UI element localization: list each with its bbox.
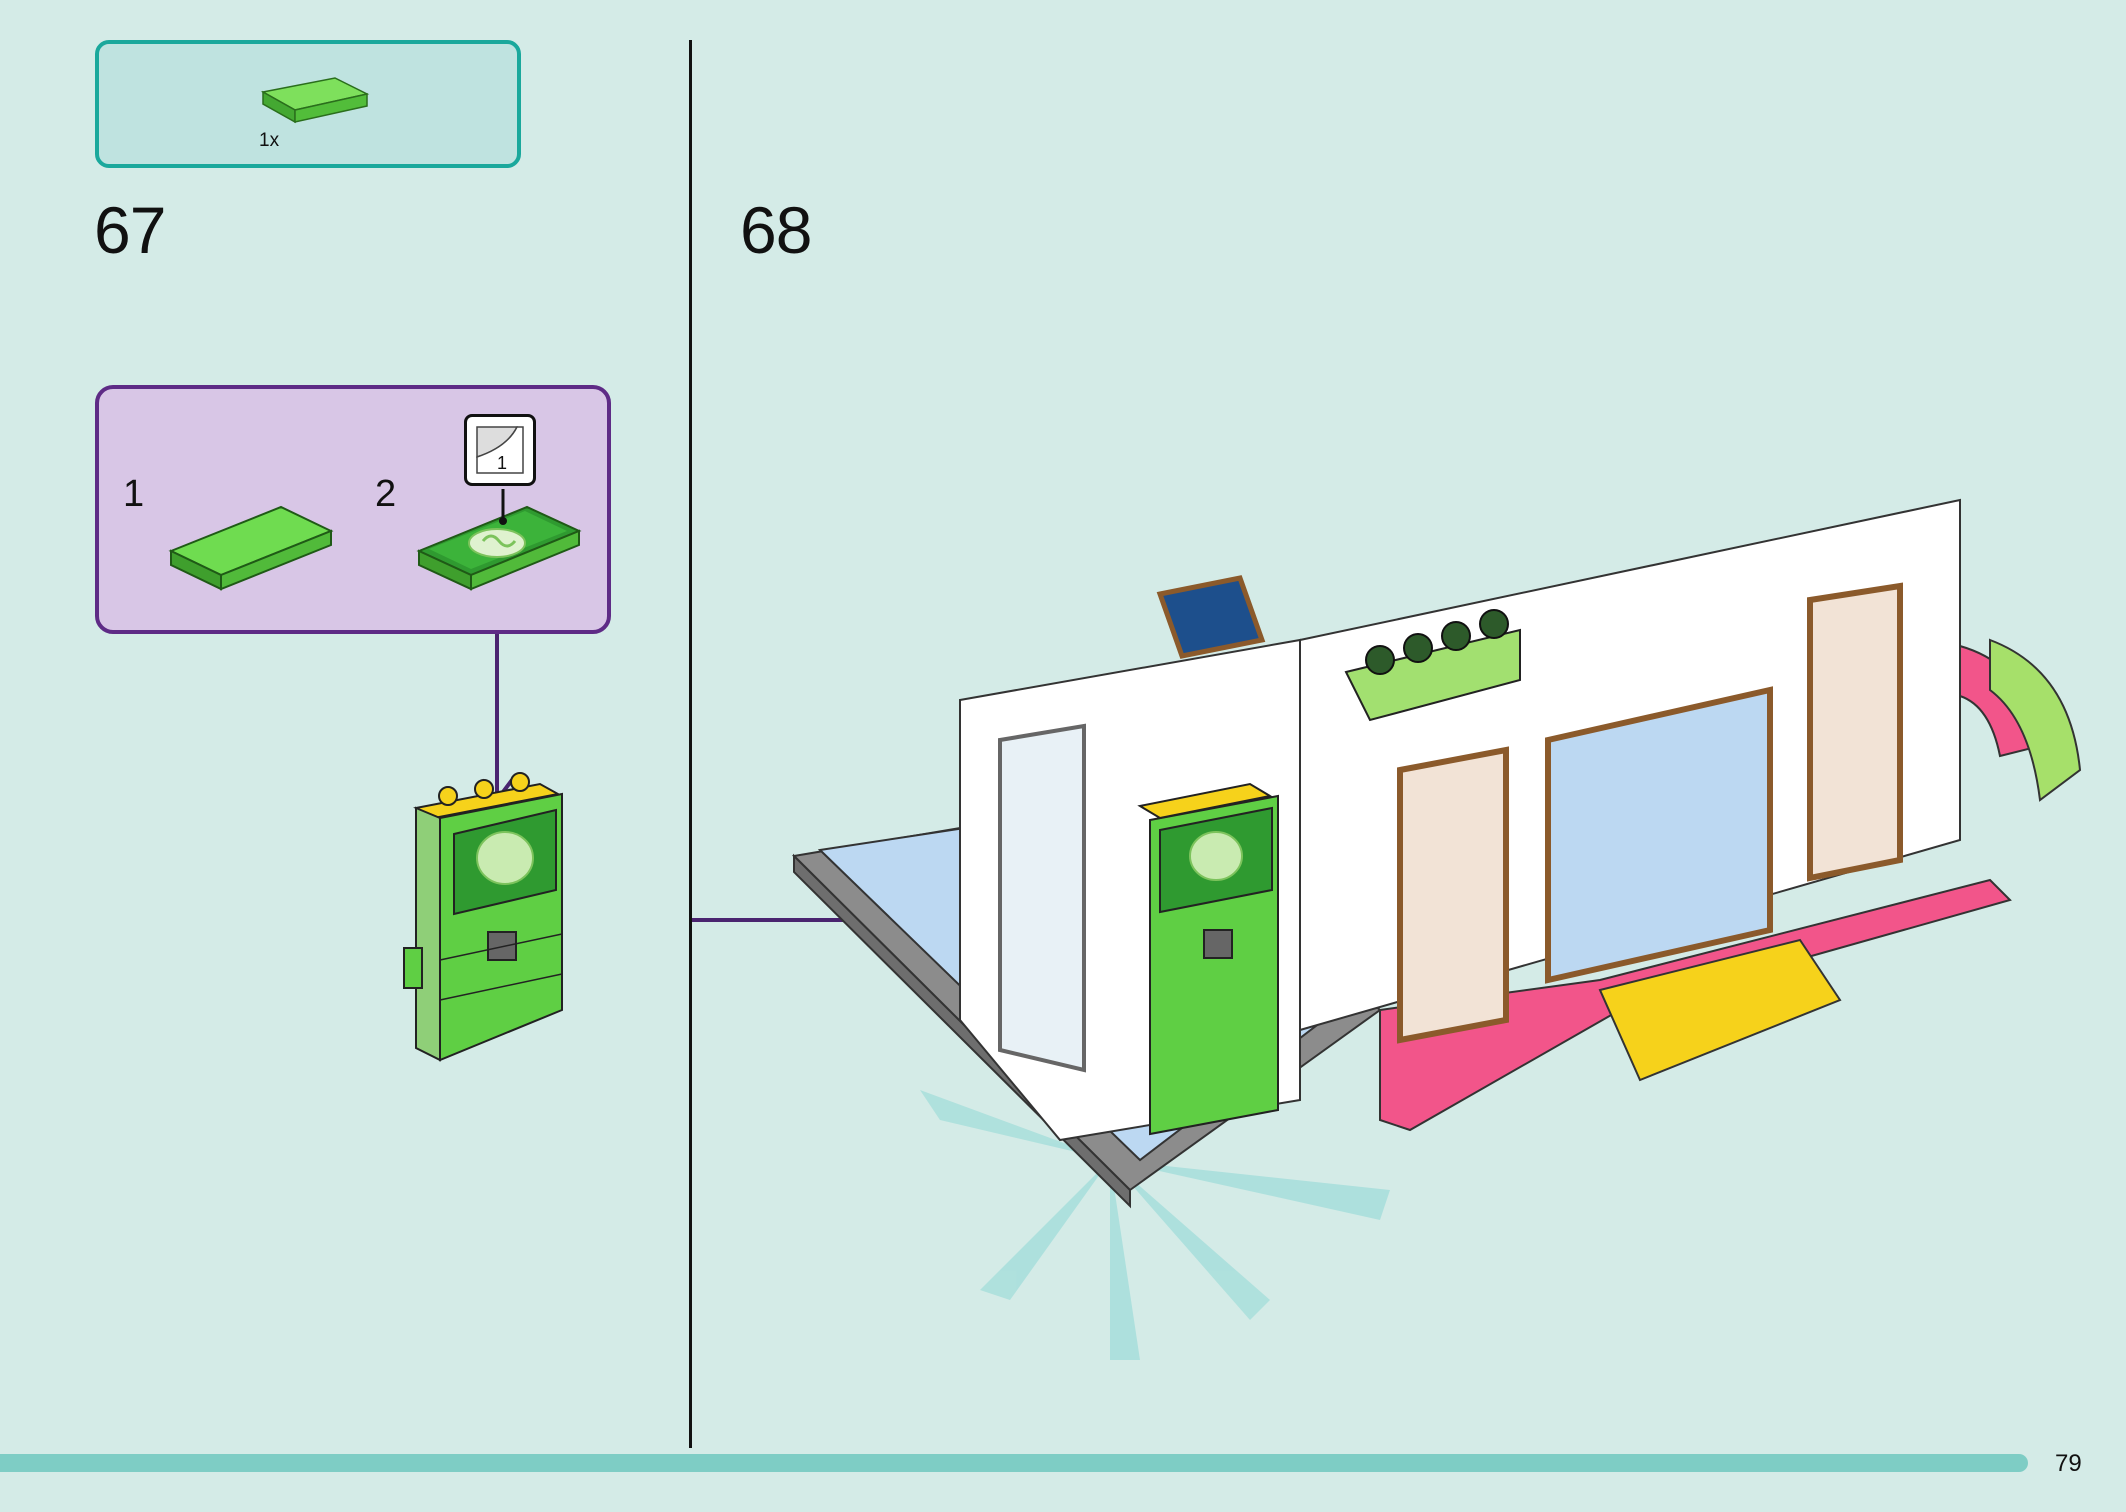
step-number-68: 68: [740, 193, 812, 267]
sub-assembly-callout: 1 2: [95, 385, 611, 634]
green-tile-part-icon: [260, 77, 370, 124]
page-number: 79: [2055, 1450, 2082, 1477]
green-column-assembly-icon: [403, 772, 563, 1062]
store-model-icon: [791, 498, 2082, 1360]
substep-illustrations: [168, 489, 582, 591]
substep-number-1: 1: [123, 473, 145, 515]
sticker-reference-tag: 1: [464, 414, 536, 486]
column-divider: [689, 40, 692, 1448]
substep-number-2: 2: [375, 473, 397, 515]
sticker-peel-icon: [476, 426, 524, 474]
step-number-67: 67: [94, 193, 166, 267]
down-arrow-icon: [480, 634, 514, 804]
sticker-number: 1: [497, 453, 508, 473]
footer-bar: [0, 1454, 2028, 1472]
stickered-tile-icon: [416, 489, 582, 591]
parts-callout: 1x: [95, 40, 521, 168]
green-tile-icon: [168, 505, 334, 591]
part-quantity: 1x: [259, 130, 280, 151]
right-arrow-icon: [692, 903, 1154, 937]
